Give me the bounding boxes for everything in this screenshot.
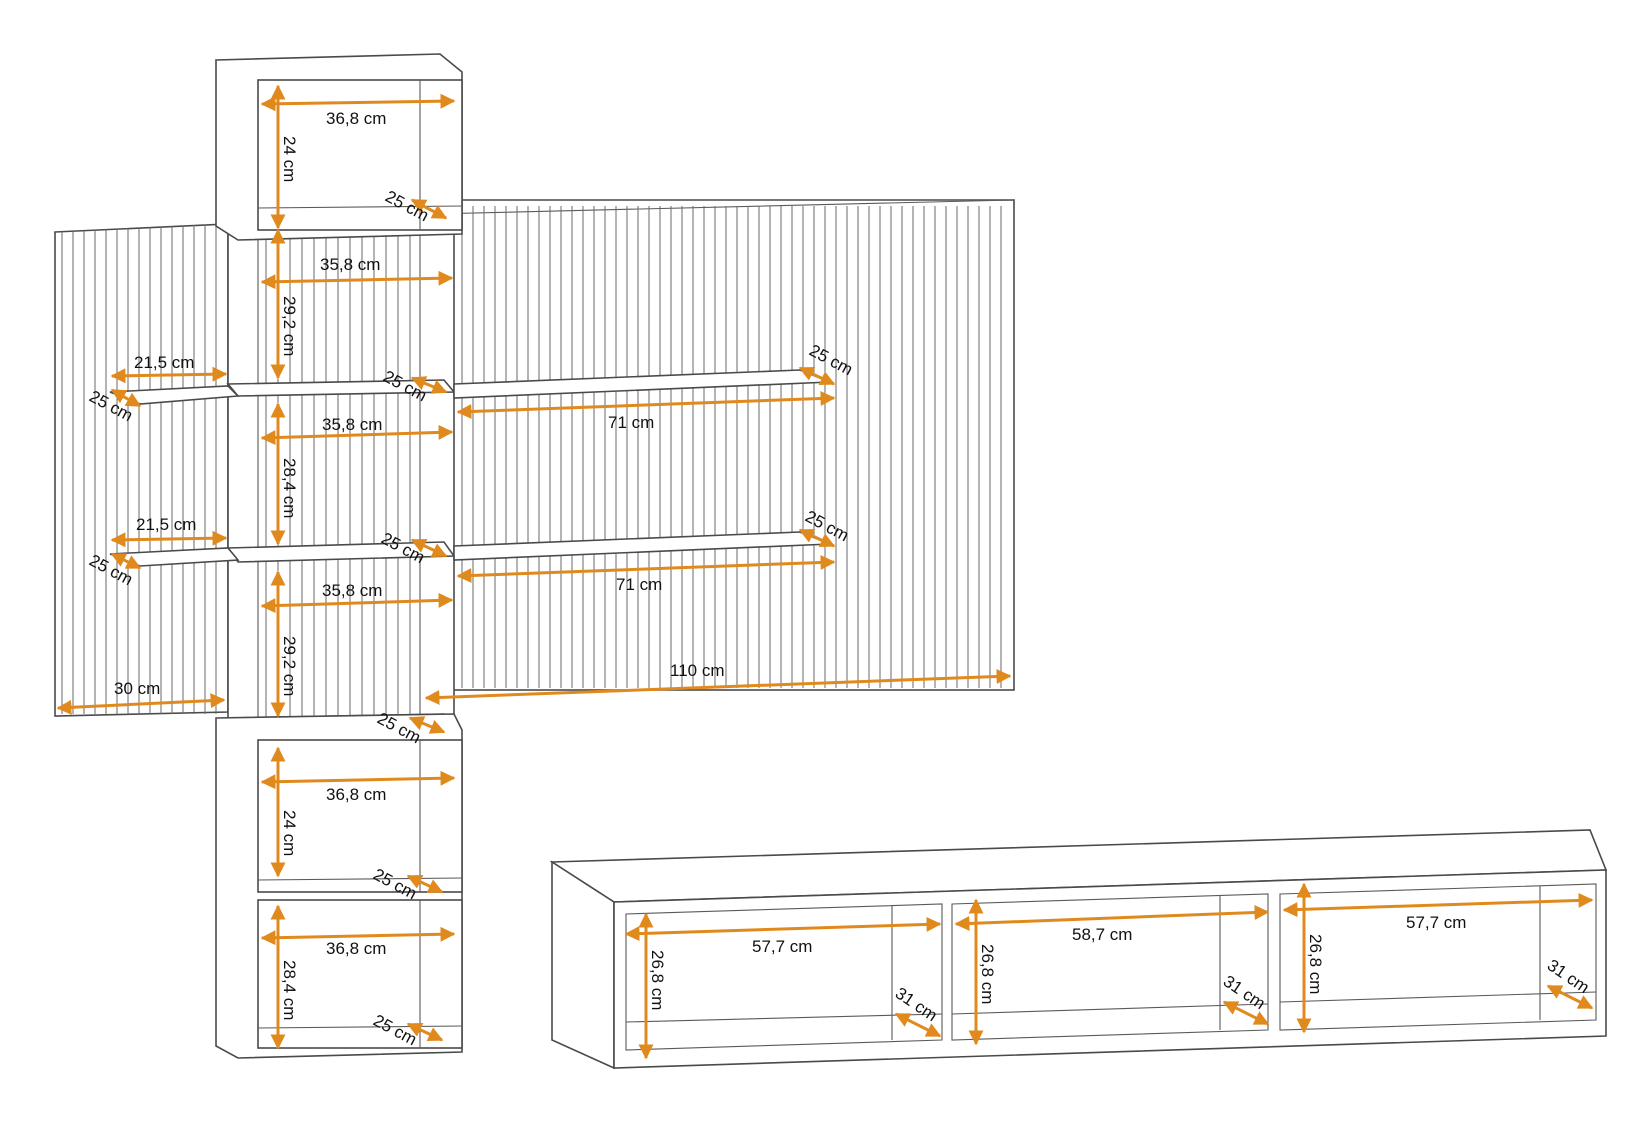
column-lower-depth-arrow — [408, 716, 446, 734]
left-shelves — [109, 385, 240, 567]
column-lower-width-label: 35,8 cm — [322, 581, 382, 600]
right-panel-width-arrow — [424, 669, 1012, 705]
column-middle-width-label: 35,8 cm — [322, 415, 382, 434]
box-below-1-depth-arrow — [406, 874, 444, 894]
column-middle-height-label: 28,4 cm — [280, 458, 299, 518]
tv-left-width-arrow — [624, 916, 942, 942]
central-column — [227, 223, 455, 725]
tv-middle-width-label: 58,7 cm — [1072, 925, 1132, 944]
right-shelf-upper-depth-arrow — [798, 366, 836, 386]
left-shelf-upper-depth-arrow — [110, 388, 142, 408]
tv-left-width-label: 57,7 cm — [752, 937, 812, 956]
column-middle-depth-arrow — [410, 538, 448, 558]
tv-unit — [549, 829, 1608, 1070]
left-panel-slats — [61, 223, 217, 714]
top-box-height-label: 24 cm — [280, 136, 299, 182]
box-below-1-width-label: 36,8 cm — [326, 785, 386, 804]
box-below-1-height-label: 24 cm — [280, 810, 299, 856]
left-shelf-upper-width-label: 21,5 cm — [134, 353, 194, 372]
lower-boxes — [215, 713, 463, 1059]
column-middle-width-arrow — [260, 424, 454, 446]
column-upper-height-label: 29,2 cm — [280, 296, 299, 356]
box-below-1-width-arrow — [260, 770, 456, 790]
tv-middle-height-label: 26,8 cm — [978, 944, 997, 1004]
tv-left-height-label: 26,8 cm — [648, 950, 667, 1010]
right-shelf-lower-width-arrow — [456, 555, 836, 583]
tv-right-depth-arrow — [1546, 984, 1594, 1010]
tv-right-height-label: 26,8 cm — [1306, 934, 1325, 994]
right-shelf-lower-depth-arrow — [798, 528, 836, 548]
box-below-2-depth-arrow — [406, 1022, 444, 1042]
left-shelf-upper-width-arrow — [110, 366, 228, 384]
box-below-2-height-label: 28,4 cm — [280, 960, 299, 1020]
right-panel-width-label: 110 cm — [670, 661, 725, 680]
left-shelf-lower-width-label: 21,5 cm — [136, 515, 196, 534]
top-box-width-arrow — [260, 93, 456, 112]
column-upper-width-label: 35,8 cm — [320, 255, 380, 274]
column-lower-height-label: 29,2 cm — [280, 636, 299, 696]
left-panel-width-label: 30 cm — [114, 679, 160, 698]
column-lower-width-arrow — [260, 592, 454, 614]
box-below-2-width-arrow — [260, 926, 456, 946]
tv-right-width-arrow — [1282, 892, 1594, 918]
box-below-2-width-label: 36,8 cm — [326, 939, 386, 958]
tv-left-depth-arrow — [894, 1012, 942, 1038]
right-slat-panel — [431, 199, 1015, 691]
top-box-depth-arrow — [410, 198, 448, 220]
left-shelf-lower-depth-arrow — [110, 552, 142, 570]
right-shelf-upper-width-label: 71 cm — [608, 413, 654, 432]
left-panel-width-arrow — [56, 693, 226, 715]
tv-right-width-label: 57,7 cm — [1406, 913, 1466, 932]
right-shelf-upper-width-arrow — [456, 391, 836, 419]
right-panel-slats — [439, 206, 1002, 688]
left-shelf-lower-width-arrow — [110, 530, 228, 548]
tv-middle-depth-arrow — [1222, 1000, 1270, 1026]
right-shelf-lower-width-label: 71 cm — [616, 575, 662, 594]
column-upper-depth-arrow — [410, 376, 448, 394]
central-column-slats — [265, 226, 411, 722]
column-upper-width-arrow — [260, 270, 454, 290]
left-slat-panel — [54, 223, 229, 717]
top-box-width-label: 36,8 cm — [326, 109, 386, 128]
tv-middle-width-arrow — [954, 905, 1270, 931]
